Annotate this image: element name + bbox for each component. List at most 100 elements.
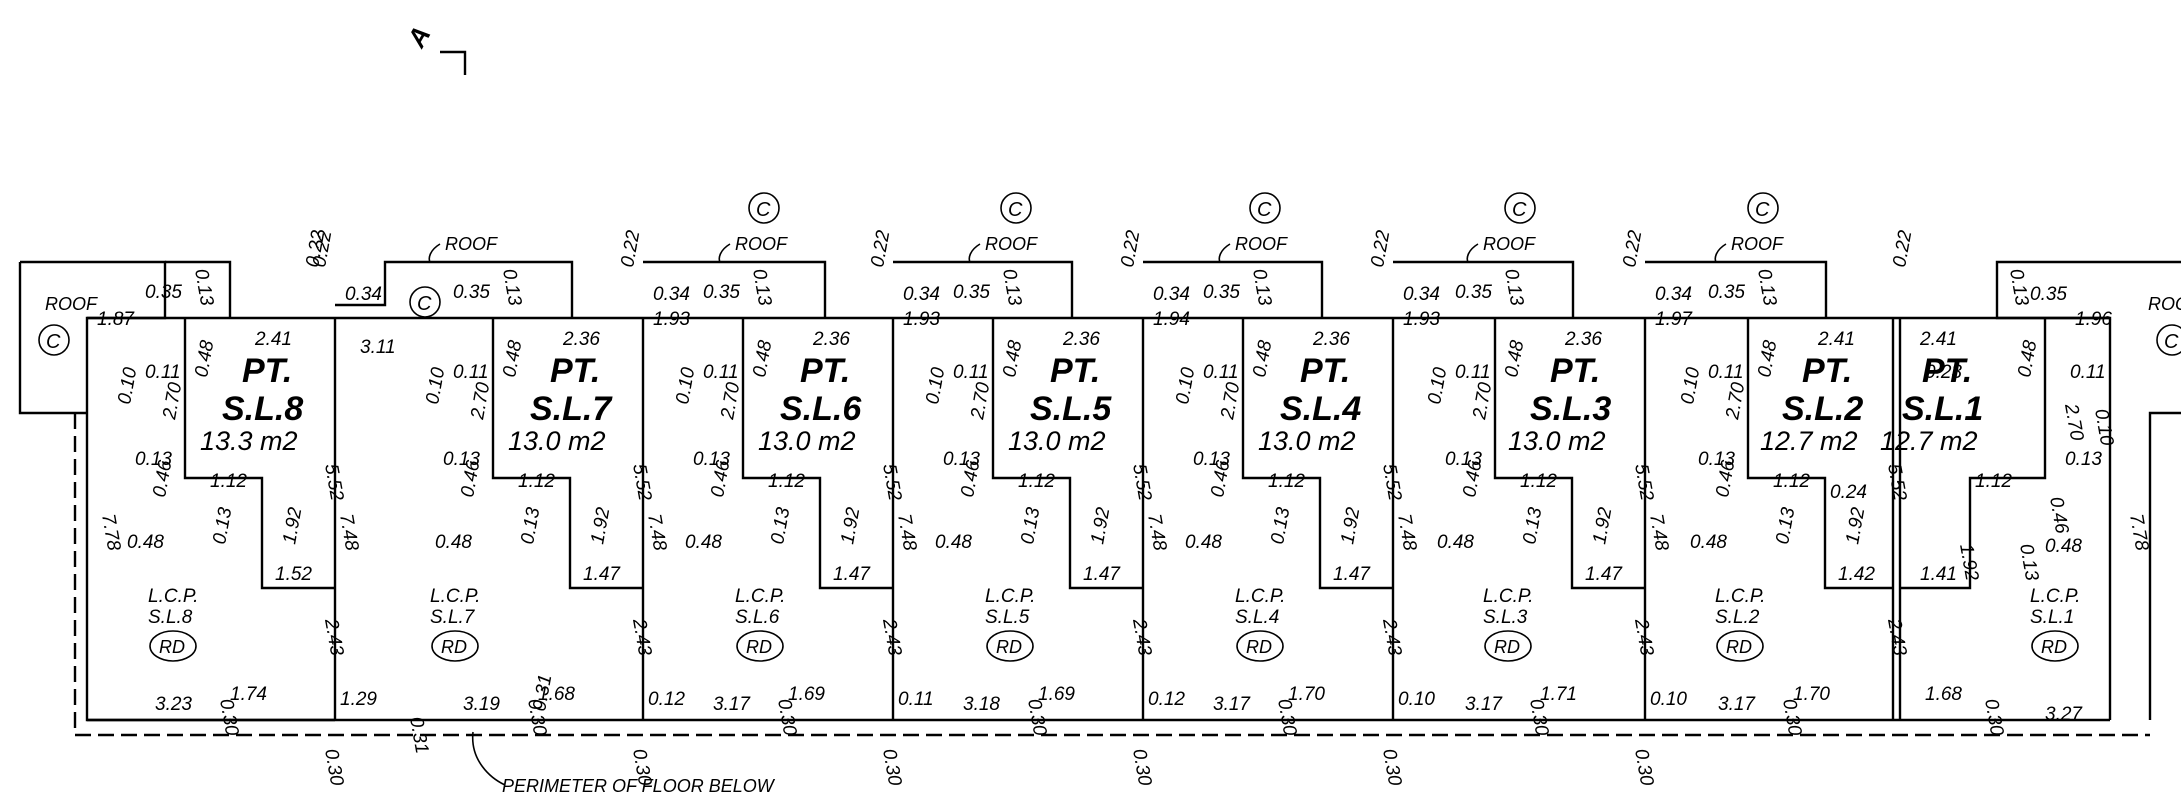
lcp-unit-label: S.L.8 xyxy=(148,607,193,628)
dim-048: 0.48 xyxy=(2045,536,2082,557)
unit-area: 13.3 m2 xyxy=(200,426,298,456)
dim-010: 0.10 xyxy=(2090,407,2117,447)
dim-048: 0.48 xyxy=(1437,532,1474,553)
dim-192: 1.92 xyxy=(1337,505,1364,545)
svg-text:ROOF: ROOF xyxy=(445,234,498,254)
unit-area: 13.0 m2 xyxy=(1008,426,1106,456)
rd-label: RD xyxy=(441,637,467,657)
dim-048: 0.48 xyxy=(499,338,526,378)
dim-013: 0.13 xyxy=(2015,542,2042,582)
dim-748: 7.48 xyxy=(643,512,670,552)
dim-013: 0.13 xyxy=(2005,267,2032,307)
svg-text:ROOF: ROOF xyxy=(985,234,1038,254)
dim-013: 0.13 xyxy=(1445,449,1482,470)
lcp-unit-label: S.L.6 xyxy=(735,607,780,628)
perimeter-of-floor-below-line xyxy=(73,413,2150,737)
dim-step: 2.36 xyxy=(1564,329,1602,350)
dim-748: 7.48 xyxy=(1143,512,1170,552)
dim-bottom-right: 1.69 xyxy=(788,684,825,705)
dim-022: 0.22 xyxy=(617,228,644,268)
grid-bubble xyxy=(1249,192,1281,224)
dim-bottom-right: 1.68 xyxy=(1925,684,1962,705)
dim-notch-width: 1.52 xyxy=(275,564,312,585)
dim-013: 0.13 xyxy=(517,505,544,545)
dim-010: 0.10 xyxy=(114,365,141,405)
rd-oval xyxy=(736,630,784,662)
dim-243: 2.43 xyxy=(1883,616,1910,657)
unit-title: S.L.4 xyxy=(1280,390,1361,428)
dim-013: 0.13 xyxy=(1500,267,1527,307)
dim-048: 0.48 xyxy=(191,338,218,378)
dim-013: 0.13 xyxy=(2065,449,2102,470)
dim-552: 5.52 xyxy=(878,462,905,502)
perimeter-label: PERIMETER OF FLOOR BELOW xyxy=(502,776,776,796)
lcp-label: L.C.P. xyxy=(1715,586,1765,607)
dim-035: 0.35 xyxy=(2030,284,2067,305)
dim-035: 0.35 xyxy=(453,282,490,303)
dim-top-width: 3.11 xyxy=(360,337,396,358)
dim-top-width: 1.87 xyxy=(97,309,135,330)
dim-bottom-left: 3.17 xyxy=(1213,694,1251,715)
perimeter-leader xyxy=(472,731,506,786)
dim-011: 0.11 xyxy=(1708,362,1744,383)
lcp-unit-label: S.L.7 xyxy=(430,607,476,628)
dim-013: 0.13 xyxy=(1267,505,1294,545)
lcp-unit-label: S.L.3 xyxy=(1483,607,1528,628)
dim-192: 1.92 xyxy=(279,505,306,545)
rd-label: RD xyxy=(1246,637,1272,657)
grid-bubble xyxy=(748,192,780,224)
dim-step: 2.41 xyxy=(1817,329,1855,350)
dim-030: 0.30 xyxy=(1378,747,1405,787)
grid-bubble xyxy=(2156,324,2181,356)
dim-552: 5.52 xyxy=(628,462,655,502)
rd-label: RD xyxy=(1494,637,1520,657)
svg-text:ROOF: ROOF xyxy=(1235,234,1288,254)
dim-035: 0.35 xyxy=(1455,282,1492,303)
svg-text:ROOF: ROOF xyxy=(1731,234,1784,254)
dim-112: 1.12 xyxy=(1773,471,1810,492)
dim-048: 0.48 xyxy=(2014,338,2041,378)
dim-013: 0.13 xyxy=(998,267,1025,307)
unit-title: S.L.2 xyxy=(1782,390,1863,428)
dim-270: 2.70 xyxy=(717,380,744,421)
dim-552: 5.52 xyxy=(1128,462,1155,502)
dim-013: 0.13 xyxy=(443,449,480,470)
dim-notch-width: 1.41 xyxy=(1920,564,1957,585)
dim-048: 0.48 xyxy=(435,532,472,553)
dim-notch-width: 1.47 xyxy=(833,564,871,585)
dim-013: 0.13 xyxy=(209,505,236,545)
dim-048: 0.48 xyxy=(1501,338,1528,378)
dim-bottom-left: 3.17 xyxy=(1465,694,1503,715)
dim-035: 0.35 xyxy=(1708,282,1745,303)
dim-243: 2.43 xyxy=(1128,616,1155,657)
dim-048: 0.48 xyxy=(749,338,776,378)
dim-top-width: 1.94 xyxy=(1153,309,1190,330)
dim-778: 7.78 xyxy=(97,512,124,552)
dim-270: 2.70 xyxy=(1722,380,1749,421)
rd-oval xyxy=(149,630,197,662)
dim-270: 2.70 xyxy=(967,380,994,421)
dim-035: 0.35 xyxy=(145,282,182,303)
unit-pt-label: PT. xyxy=(1922,352,1972,390)
rd-label: RD xyxy=(159,637,185,657)
unit-dividers xyxy=(333,318,1902,720)
unit-area: 12.7 m2 xyxy=(1760,426,1858,456)
unit-pt-label: PT. xyxy=(550,352,600,390)
dim-048: 0.48 xyxy=(1754,338,1781,378)
grid-bubble xyxy=(409,286,441,318)
dim-notch-width: 1.47 xyxy=(1585,564,1623,585)
dim-bottom-right: 1.68 xyxy=(538,684,575,705)
dim-010: 0.10 xyxy=(422,365,449,405)
dim-048: 0.48 xyxy=(1185,532,1222,553)
dim-270: 2.70 xyxy=(467,380,494,421)
dim-270: 2.70 xyxy=(1217,380,1244,421)
dim-notch-width: 1.42 xyxy=(1838,564,1875,585)
dim-bottom-right: 1.70 xyxy=(1288,684,1325,705)
dim-013: 0.13 xyxy=(1772,505,1799,545)
rd-label: RD xyxy=(2041,637,2067,657)
unit-title: S.L.5 xyxy=(1030,390,1112,428)
dim-bottom-left: 3.17 xyxy=(1718,694,1756,715)
dim-011: 0.11 xyxy=(453,362,489,383)
